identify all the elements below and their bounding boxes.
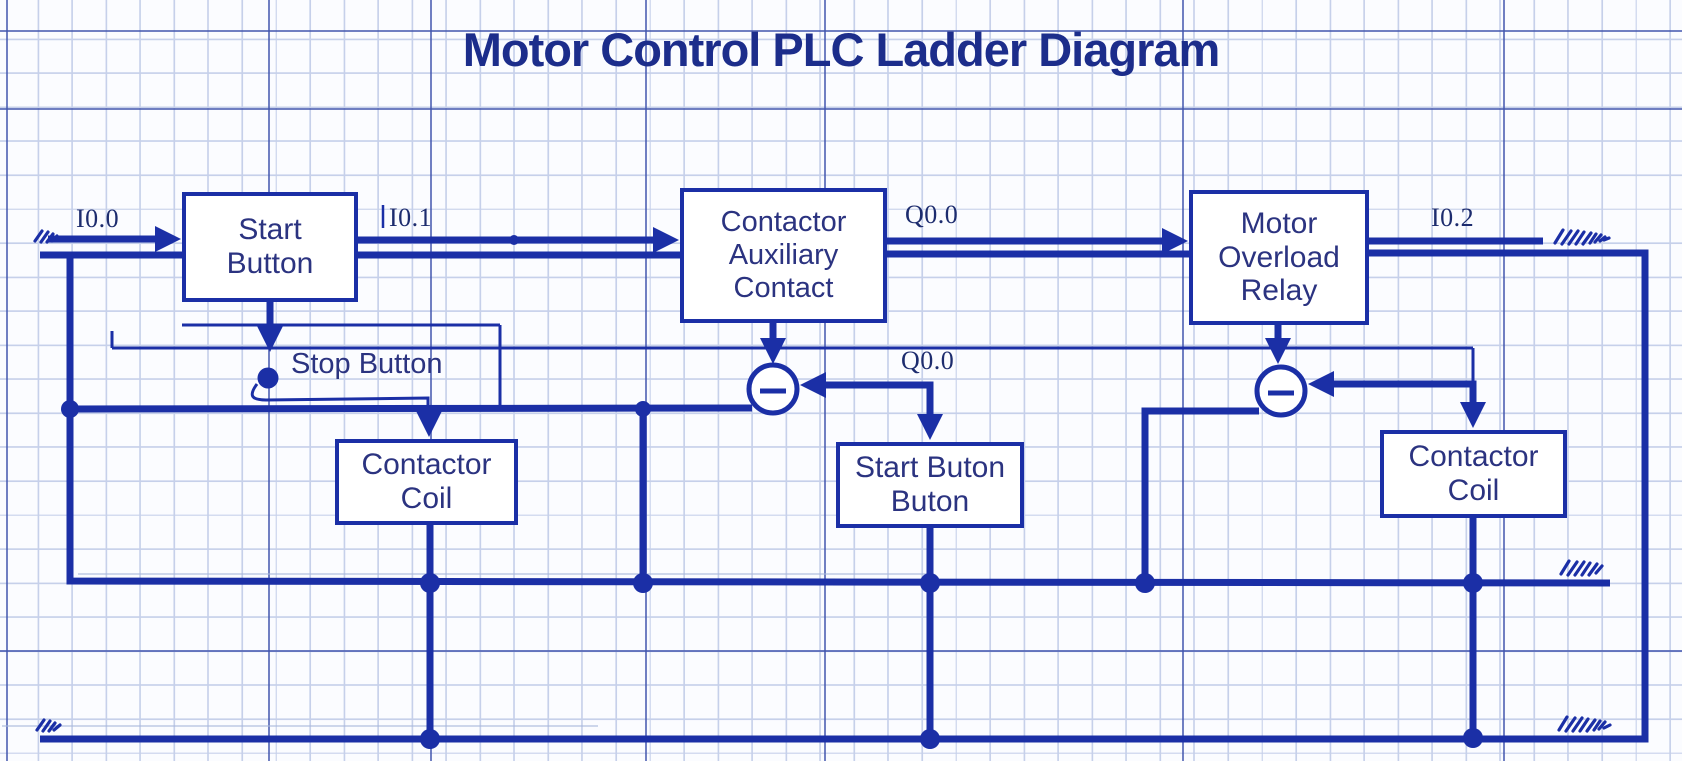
box-label-line: Start Buton [854, 451, 1006, 485]
hatch-marks [33, 228, 1612, 733]
box-label-line: Button [226, 247, 314, 280]
plc-box-contactor-auxiliary-contact: Contactor Auxiliary Contact [680, 188, 887, 323]
arrowhead-icon [1265, 338, 1291, 364]
address-label-q0-0-top: Q0.0 [905, 200, 959, 229]
box-label-line: Contactor [720, 206, 847, 239]
junction-dot [635, 401, 651, 417]
grid-major-line [0, 30, 1682, 32]
wire-tick-dot [509, 235, 519, 245]
grid-major-line [1182, 0, 1184, 761]
box-label-line: Buton [890, 485, 970, 518]
grid-major-line [0, 650, 1682, 652]
arrowhead-icon [1162, 228, 1188, 254]
bus-lines [40, 249, 1649, 743]
junction-dot [420, 573, 440, 593]
arrowhead-icon [653, 227, 679, 253]
rung1-branch-wires [69, 302, 1475, 739]
box-label-line: Coil [1447, 474, 1500, 507]
address-label-q0-0-mid: Q0.0 [901, 346, 955, 375]
box-label-line: Coil [400, 482, 453, 515]
junction-dot [1463, 573, 1483, 593]
rung3-wires [1141, 325, 1486, 738]
plc-box-start-buton-buton: Start Buton Buton [836, 442, 1024, 528]
box-label-line: Motor [1240, 206, 1318, 240]
plc-box-start-button: Start Button [182, 192, 358, 302]
hatch-mark-icon [1557, 715, 1612, 733]
box-label-line: Overload [1218, 240, 1340, 274]
stop-contact-curve [250, 383, 430, 412]
grid-major-line [6, 0, 8, 761]
junction-dot [920, 729, 940, 749]
box-label-line: Contactor [1408, 440, 1539, 474]
arrowhead-icon [155, 226, 181, 252]
grid-major-line [430, 0, 432, 761]
box-label-line: Auxiliary [728, 239, 839, 272]
junction-dot [1135, 573, 1155, 593]
hatch-mark-icon [33, 229, 59, 244]
grid-major-line [645, 0, 647, 761]
junction-dot [633, 573, 653, 593]
junction-dot [61, 400, 79, 418]
address-label-i0-0: I0.0 [76, 204, 120, 233]
junction-dot [420, 729, 440, 749]
arrowhead-icon [760, 338, 786, 364]
page-title: Motor Control PLC Ladder Diagram [462, 23, 1221, 76]
address-label-i0-1: I0.1 [389, 203, 433, 232]
sketch-faint-lines [2, 573, 928, 727]
box-label-line: Relay [1240, 274, 1318, 308]
hatch-mark-icon [1553, 228, 1611, 246]
rung2-wires [746, 323, 943, 739]
arrowhead-icon [800, 372, 826, 398]
grid-major-line [0, 108, 1682, 110]
rung1-power-line [48, 226, 1543, 254]
junction-dot [920, 573, 940, 593]
box-label-line: Contactor [361, 448, 492, 482]
junction-dot [1463, 728, 1483, 748]
arrowhead-icon [416, 411, 442, 437]
arrowhead-icon [1308, 371, 1334, 397]
plc-box-contactor-coil-left: Contactor Coil [335, 439, 518, 525]
plc-box-motor-overload-relay: Motor Overload Relay [1189, 190, 1369, 325]
arrowhead-icon [257, 326, 283, 352]
arrowhead-icon [917, 414, 943, 440]
stop-button-dot [257, 367, 279, 389]
plc-box-contactor-coil-right: Contactor Coil [1380, 430, 1567, 518]
grid-major-line [1503, 0, 1505, 761]
address-label-i0-2: I0.2 [1431, 203, 1475, 232]
box-label-line: Contact [733, 271, 834, 304]
hatch-mark-icon [35, 718, 62, 733]
stop-button-label: Stop Button [291, 348, 443, 380]
junction-dots [61, 367, 1483, 749]
arrowhead-icon [1460, 402, 1486, 428]
hatch-mark-icon [1559, 559, 1604, 577]
box-label-line: Start [238, 213, 302, 247]
